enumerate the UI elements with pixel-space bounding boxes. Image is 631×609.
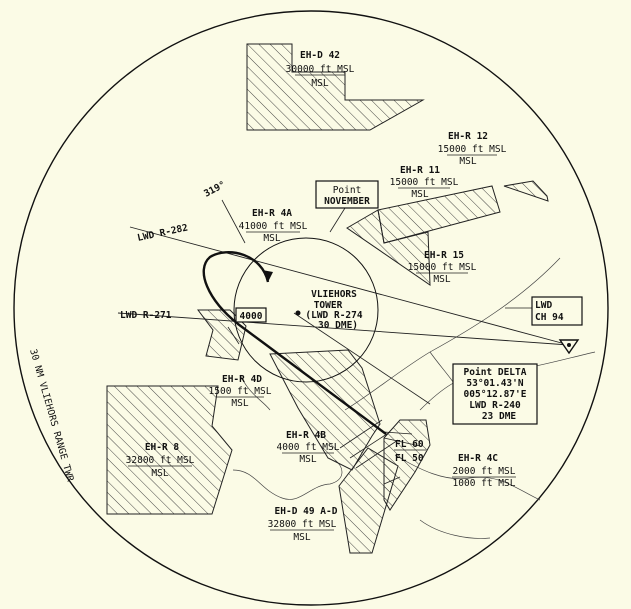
area-eh-r-8 (106, 385, 233, 515)
lwd-navaid-box (531, 296, 583, 326)
label-eh-r-4b-upper: 4000 ft MSL (277, 442, 340, 453)
tower-dot (295, 310, 301, 316)
label-point-delta-5: 23 DME (482, 411, 517, 422)
area-eh-d-42 (246, 43, 425, 131)
area-eh-r-4a-circle (233, 237, 379, 383)
label-eh-r-15-upper: 15000 ft MSL (408, 262, 477, 273)
label-eh-d-49: EH-D 49 A-D (275, 506, 338, 517)
flight-path-arrow (262, 270, 273, 282)
area-eh-r-4d (197, 309, 247, 361)
area-eh-r-15 (346, 209, 431, 286)
label-eh-r-4b: EH-R 4B (286, 430, 326, 441)
label-eh-r-8: EH-R 8 (145, 442, 180, 453)
label-fl-50: FL 50 (395, 453, 424, 464)
area-eh-r-11 (377, 185, 501, 244)
area-eh-r-12 (503, 180, 549, 202)
label-eh-r-4a-upper: 41000 ft MSL (239, 221, 308, 232)
label-eh-r-4d-lower: MSL (231, 398, 248, 409)
leader-lines (221, 199, 532, 485)
label-point-november-1: Point (333, 185, 362, 196)
label-eh-r-11: EH-R 11 (400, 165, 440, 176)
label-lwd-channel: CH 94 (535, 312, 564, 323)
label-eh-d-42-lower: MSL (311, 78, 328, 89)
label-eh-r-12: EH-R 12 (448, 131, 488, 142)
label-eh-d-49-lower: MSL (293, 532, 310, 543)
label-point-delta-2: 53°01.43'N (466, 378, 523, 389)
label-eh-r-12-upper: 15000 ft MSL (438, 144, 507, 155)
tower-label: VLIEHORS TOWER (LWD R-274 30 DME) (305, 289, 362, 331)
label-eh-r-12-lower: MSL (459, 156, 476, 167)
label-eh-r-4c-upper: 2000 ft MSL (453, 466, 516, 477)
label-eh-d-42: EH-D 42 (300, 50, 340, 61)
label-heading-319: 319° (202, 179, 227, 199)
area-eh-d-49 (338, 447, 399, 554)
label-eh-r-4d: EH-R 4D (222, 374, 262, 385)
altitude-4000-box (235, 307, 267, 323)
label-eh-r-11-upper: 15000 ft MSL (390, 177, 459, 188)
label-eh-r-4a: EH-R 4A (252, 208, 292, 219)
area-labels: EH-D 42 30000 ft MSL MSL EH-R 12 15000 f… (126, 50, 516, 543)
label-tower-4: 30 DME) (318, 320, 358, 331)
label-point-november-2: NOVEMBER (324, 196, 370, 207)
label-eh-d-42-upper: 30000 ft MSL (286, 64, 355, 75)
label-tower-2: TOWER (314, 300, 343, 311)
point-delta-box (452, 363, 538, 425)
radial-lines (117, 226, 570, 405)
label-lwd-r-271: LWD R-271 (120, 310, 172, 321)
label-eh-r-4b-lower: MSL (299, 454, 316, 465)
label-fl-60: FL 60 (395, 439, 424, 450)
label-eh-r-4d-upper: 1500 ft MSL (209, 386, 272, 397)
area-eh-r-4c (383, 419, 431, 511)
label-eh-r-15-lower: MSL (433, 274, 450, 285)
label-lwd-ident: LWD (535, 300, 552, 311)
label-eh-r-8-lower: MSL (151, 468, 168, 479)
flight-path (202, 251, 387, 435)
label-point-delta-3: 005°12.87'E (464, 389, 527, 400)
label-eh-r-8-upper: 32800 ft MSL (126, 455, 195, 466)
point-november-box (315, 180, 379, 209)
label-point-delta-1: Point DELTA (464, 367, 527, 378)
range-circle (13, 10, 609, 606)
label-tower-1: VLIEHORS (311, 289, 357, 300)
label-eh-r-4a-lower: MSL (263, 233, 280, 244)
label-eh-r-15: EH-R 15 (424, 250, 464, 261)
label-eh-r-4c: EH-R 4C (458, 453, 498, 464)
label-point-delta-4: LWD R-240 (469, 400, 521, 411)
label-eh-r-4c-lower: 1000 ft MSL (453, 478, 516, 489)
label-eh-r-11-lower: MSL (411, 189, 428, 200)
label-tower-3: (LWD R-274 (305, 310, 362, 321)
lwd-navaid-symbol (558, 339, 580, 355)
label-altitude-4000: 4000 (240, 311, 263, 322)
restricted-areas (106, 43, 549, 554)
label-eh-d-49-upper: 32800 ft MSL (268, 519, 337, 530)
